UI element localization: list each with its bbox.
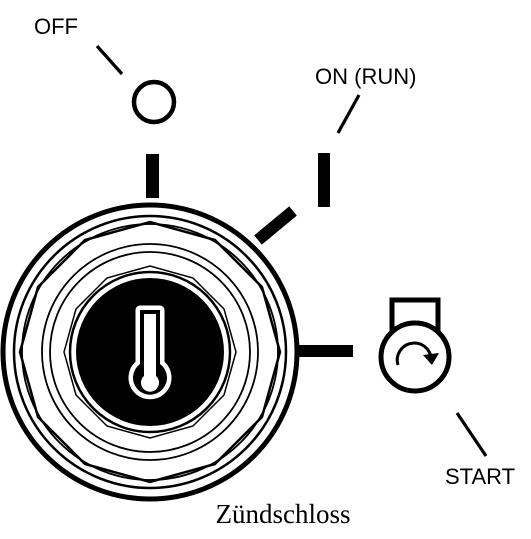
label-off: OFF xyxy=(34,14,78,39)
engine-start-icon xyxy=(378,297,452,394)
leader-off xyxy=(95,44,124,76)
key-slot-icon xyxy=(128,305,172,400)
label-on: ON (RUN) xyxy=(315,64,416,89)
tick-off xyxy=(146,154,159,198)
tick-on xyxy=(254,206,297,245)
caption: Zündschloss xyxy=(216,499,351,529)
on-bar-icon xyxy=(318,153,330,207)
off-circle-icon xyxy=(131,79,177,125)
label-start: START xyxy=(445,464,515,489)
leader-on xyxy=(336,94,361,134)
leader-start xyxy=(455,412,488,457)
ignition-lock-icon xyxy=(0,202,300,502)
tick-start xyxy=(294,345,353,357)
